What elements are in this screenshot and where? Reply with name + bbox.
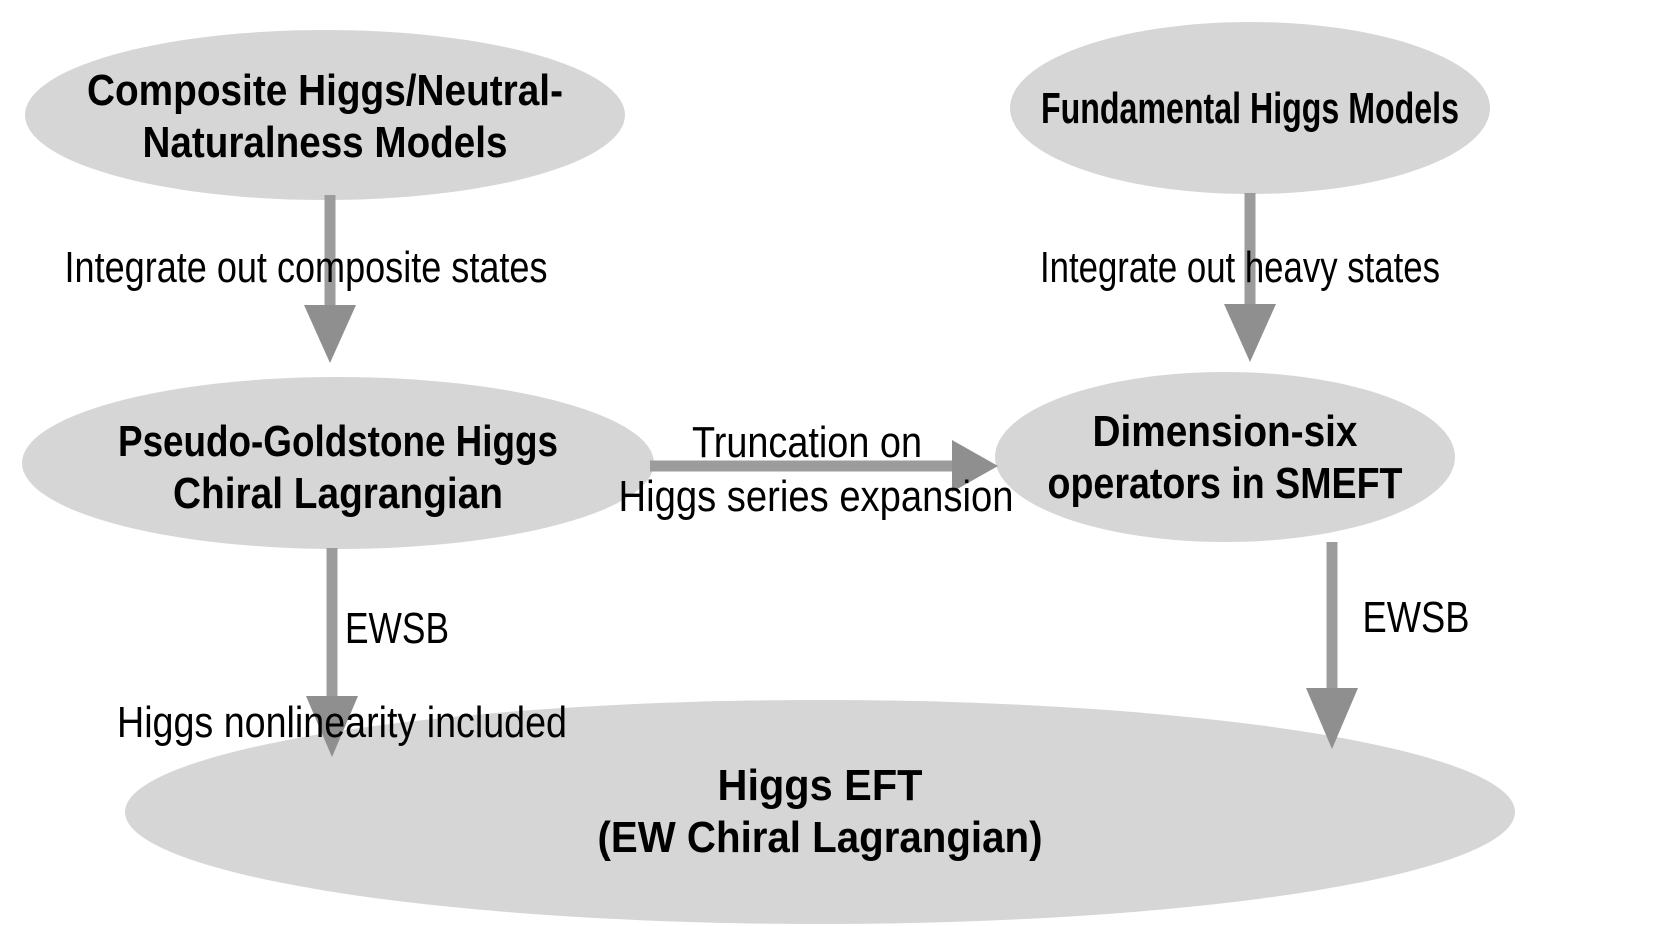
arrow-truncation-stem bbox=[650, 460, 954, 472]
arrow-truncation-head bbox=[952, 440, 998, 492]
arrow-ewsb-right-stem bbox=[1326, 542, 1338, 692]
arrow-integrate-heavy-stem bbox=[1244, 193, 1256, 306]
node-pseudo-goldstone-label-line1: Pseudo-Goldstone Higgs bbox=[118, 417, 558, 466]
arrow-integrate-composite-stem bbox=[324, 195, 336, 309]
node-dimension-six-label-line1: Dimension-six bbox=[1093, 407, 1358, 456]
edge-label-integrate-heavy: Integrate out heavy states bbox=[1040, 243, 1440, 292]
edge-label-ewsb-right: EWSB bbox=[1363, 593, 1470, 642]
arrow-integrate-composite-head bbox=[304, 305, 356, 363]
node-higgs-eft-label-line2: (EW Chiral Lagrangian) bbox=[598, 813, 1043, 862]
arrow-ewsb-left-stem bbox=[326, 548, 338, 700]
edge-label-nonlinearity-note: Higgs nonlinearity included bbox=[117, 698, 567, 747]
node-composite-higgs-label-line2: Naturalness Models bbox=[143, 118, 508, 167]
arrow-ewsb-right bbox=[1306, 542, 1358, 749]
edge-label-truncation-line2: Higgs series expansion bbox=[619, 472, 1014, 521]
edge-label-ewsb-left: EWSB bbox=[345, 604, 449, 653]
node-dimension-six-ellipse bbox=[995, 372, 1455, 542]
node-pseudo-goldstone-ellipse bbox=[22, 377, 654, 549]
node-labels: Composite Higgs/Neutral- Naturalness Mod… bbox=[87, 66, 1459, 862]
edge-labels: Integrate out composite states Integrate… bbox=[65, 243, 1470, 747]
edge-label-integrate-composite: Integrate out composite states bbox=[65, 243, 548, 292]
arrow-ewsb-left-head bbox=[306, 696, 358, 757]
node-fundamental-higgs-ellipse bbox=[1010, 22, 1490, 194]
arrow-integrate-heavy-head bbox=[1224, 304, 1276, 362]
arrow-integrate-heavy bbox=[1224, 193, 1276, 362]
edge-label-truncation-line1: Truncation on bbox=[692, 418, 922, 467]
node-higgs-eft-label-line1: Higgs EFT bbox=[718, 761, 923, 810]
arrow-truncation bbox=[650, 440, 998, 492]
node-composite-higgs-ellipse bbox=[25, 30, 625, 200]
arrow-ewsb-left bbox=[306, 548, 358, 757]
arrow-ewsb-right-head bbox=[1306, 688, 1358, 749]
node-composite-higgs-label-line1: Composite Higgs/Neutral- bbox=[87, 66, 563, 115]
node-fundamental-higgs-label: Fundamental Higgs Models bbox=[1041, 84, 1459, 133]
node-dimension-six-label-line2: operators in SMEFT bbox=[1048, 459, 1403, 508]
arrow-integrate-composite bbox=[304, 195, 356, 363]
node-shapes bbox=[22, 22, 1515, 924]
node-higgs-eft-ellipse bbox=[125, 700, 1515, 924]
node-pseudo-goldstone-label-line2: Chiral Lagrangian bbox=[173, 469, 503, 518]
